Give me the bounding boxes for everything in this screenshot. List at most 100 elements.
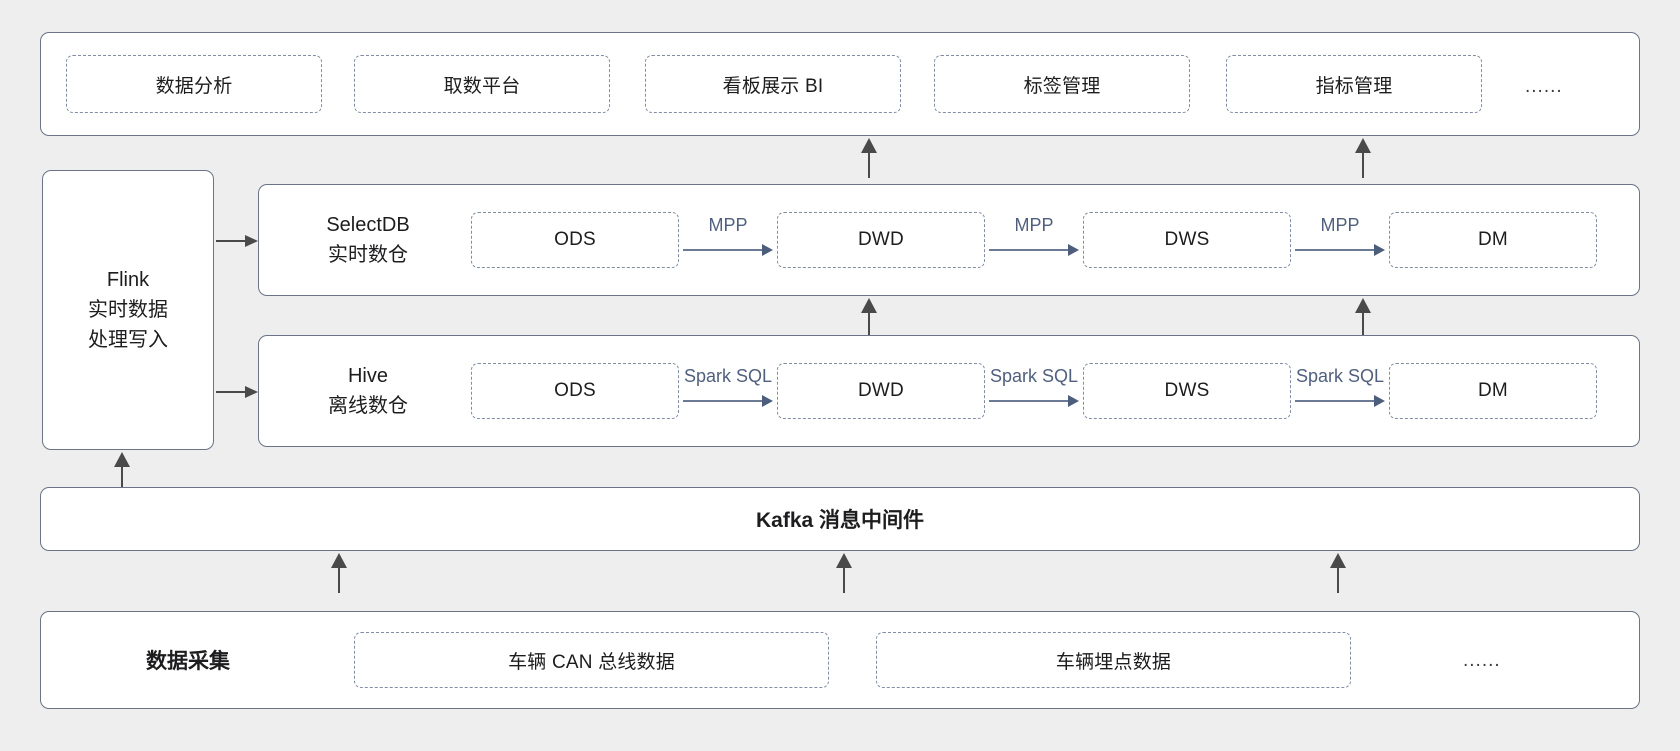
arrow-head-icon xyxy=(1355,298,1371,313)
offline-stage-ods[interactable]: ODS xyxy=(471,363,679,419)
offline-stage-ods-label: ODS xyxy=(554,380,596,401)
arrow-head-icon xyxy=(861,298,877,313)
arrow-flink-to-offline xyxy=(216,386,258,398)
realtime-engine-label-2: MPP xyxy=(1320,215,1360,235)
app-item-0-label: 数据分析 xyxy=(155,75,233,97)
arrow-head-icon xyxy=(1374,395,1385,407)
offline-engine-label-0: Spark SQL xyxy=(683,366,773,386)
arrow-head-icon xyxy=(836,553,852,568)
app-item-2[interactable]: 看板展示 BI xyxy=(645,55,901,113)
collection-item-1[interactable]: 车辆埋点数据 xyxy=(876,632,1351,688)
flink-panel xyxy=(42,170,214,450)
realtime-warehouse-title-line2: 实时数仓 xyxy=(328,244,408,266)
arrow-shaft xyxy=(989,249,1070,251)
offline-stage-dwd-label: DWD xyxy=(858,380,904,401)
arrow-offline-to-realtime-left xyxy=(861,298,877,336)
realtime-stage-dwd[interactable]: DWD xyxy=(777,212,985,268)
realtime-stage-dm[interactable]: DM xyxy=(1389,212,1597,268)
offline-warehouse-title-line2: 离线数仓 xyxy=(328,395,408,417)
arrow-head-icon xyxy=(1355,138,1371,153)
realtime-warehouse-panel xyxy=(258,184,1640,296)
arrow-shaft xyxy=(1295,249,1376,251)
arrow-collection-to-kafka-3 xyxy=(1330,553,1346,593)
arrow-shaft xyxy=(216,391,246,393)
arrow-shaft xyxy=(683,249,764,251)
arrow-offline-to-realtime-right xyxy=(1355,298,1371,336)
arrow-head-icon xyxy=(245,235,258,247)
realtime-stage-dws[interactable]: DWS xyxy=(1083,212,1291,268)
arrow-realtime-to-app-left xyxy=(861,138,877,178)
app-item-4-label: 指标管理 xyxy=(1315,75,1393,97)
arrow-shaft xyxy=(121,465,123,488)
app-item-0[interactable]: 数据分析 xyxy=(66,55,322,113)
realtime-warehouse-title: SelectDB 实时数仓 xyxy=(288,184,448,296)
app-item-3[interactable]: 标签管理 xyxy=(934,55,1190,113)
arrow-shaft xyxy=(843,566,845,593)
collection-layer-panel xyxy=(40,611,1640,709)
app-item-3-label: 标签管理 xyxy=(1023,75,1101,97)
arrow-shaft xyxy=(989,400,1070,402)
arrow-shaft xyxy=(1362,151,1364,178)
arrow-shaft xyxy=(1362,311,1364,336)
offline-warehouse-title-line1: Hive xyxy=(347,365,388,387)
collection-layer-title: 数据采集 xyxy=(146,650,230,673)
realtime-stage-dwd-label: DWD xyxy=(858,229,904,250)
arrow-realtime-dwd-dws xyxy=(989,244,1079,256)
realtime-stage-dws-label: DWS xyxy=(1164,229,1210,250)
arrow-offline-dwd-dws xyxy=(989,395,1079,407)
realtime-stage-dm-label: DM xyxy=(1478,229,1508,250)
app-item-1[interactable]: 取数平台 xyxy=(354,55,610,113)
realtime-stage-ods[interactable]: ODS xyxy=(471,212,679,268)
arrow-shaft xyxy=(683,400,764,402)
arrow-collection-to-kafka-2 xyxy=(836,553,852,593)
collection-item-0[interactable]: 车辆 CAN 总线数据 xyxy=(354,632,829,688)
arrow-shaft xyxy=(868,311,870,336)
arrow-shaft xyxy=(338,566,340,593)
app-item-4[interactable]: 指标管理 xyxy=(1226,55,1482,113)
offline-stage-dm[interactable]: DM xyxy=(1389,363,1597,419)
arrow-realtime-to-app-right xyxy=(1355,138,1371,178)
arrow-collection-to-kafka-1 xyxy=(331,553,347,593)
arrow-offline-dws-dm xyxy=(1295,395,1385,407)
realtime-stage-ods-label: ODS xyxy=(554,229,596,250)
realtime-warehouse-title-line1: SelectDB xyxy=(326,214,410,236)
offline-stage-dm-label: DM xyxy=(1478,380,1508,401)
flink-label-line1: Flink xyxy=(106,269,150,291)
collection-item-0-label: 车辆 CAN 总线数据 xyxy=(508,651,675,673)
arrow-head-icon xyxy=(245,386,258,398)
arrow-shaft xyxy=(1295,400,1376,402)
flink-label-line2: 实时数据 xyxy=(88,299,168,321)
offline-warehouse-panel xyxy=(258,335,1640,447)
realtime-engine-label-1: MPP xyxy=(1014,215,1054,235)
app-item-2-label: 看板展示 BI xyxy=(722,75,824,97)
message-queue-panel xyxy=(40,487,1640,551)
arrow-head-icon xyxy=(331,553,347,568)
arrow-realtime-dws-dm xyxy=(1295,244,1385,256)
arrow-head-icon xyxy=(861,138,877,153)
arrow-realtime-ods-dwd xyxy=(683,244,773,256)
offline-warehouse-title: Hive 离线数仓 xyxy=(288,335,448,447)
arrow-head-icon xyxy=(762,244,773,256)
collection-item-1-label: 车辆埋点数据 xyxy=(1055,651,1172,673)
realtime-engine-label-0: MPP xyxy=(708,215,748,235)
offline-stage-dwd[interactable]: DWD xyxy=(777,363,985,419)
arrow-offline-ods-dwd xyxy=(683,395,773,407)
flink-label: Flink 实时数据 处理写入 xyxy=(42,170,214,450)
arrow-kafka-to-flink xyxy=(114,452,130,488)
arrow-head-icon xyxy=(1374,244,1385,256)
offline-engine-label-2: Spark SQL xyxy=(1295,366,1385,386)
arrow-flink-to-realtime xyxy=(216,235,258,247)
application-layer-panel xyxy=(40,32,1640,136)
arrow-head-icon xyxy=(762,395,773,407)
offline-stage-dws-label: DWS xyxy=(1164,380,1210,401)
arrow-shaft xyxy=(1337,566,1339,593)
collection-layer-more: ...... xyxy=(1463,650,1501,671)
arrow-head-icon xyxy=(114,452,130,467)
arrow-head-icon xyxy=(1068,244,1079,256)
arrow-head-icon xyxy=(1330,553,1346,568)
flink-label-line3: 处理写入 xyxy=(88,329,168,351)
offline-engine-label-1: Spark SQL xyxy=(989,366,1079,386)
offline-stage-dws[interactable]: DWS xyxy=(1083,363,1291,419)
app-item-1-label: 取数平台 xyxy=(443,75,521,97)
